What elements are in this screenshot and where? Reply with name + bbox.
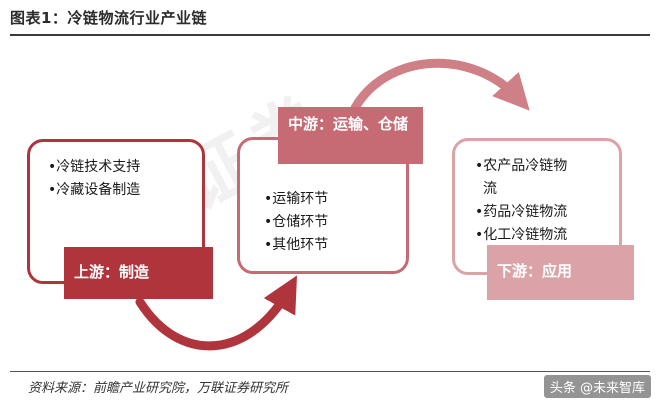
stage-midstream-item: •其他环节 [264,237,329,253]
stage-downstream-item: •农产品冷链物 [475,158,568,174]
source-note: 资料来源：前瞻产业研究院，万联证券研究所 [28,381,289,396]
stage-upstream-label: 上游：制造 [64,247,213,299]
credit-badge: 头条 @未来智库 [543,375,651,398]
stage-upstream-item: •冷链技术支持 [48,159,141,175]
stage-midstream-item: •运输环节 [264,191,329,207]
title-rule [10,34,650,36]
stage-midstream-item: •仓储环节 [264,214,329,230]
arrow-midstream-to-downstream [350,58,530,113]
stage-upstream-item: •冷藏设备制造 [48,182,141,198]
stage-midstream-label: 中游：运输、仓储 [278,107,423,164]
stage-downstream-item: •化工冷链物流 [475,227,568,243]
arrow-upstream-to-midstream [135,275,298,351]
footer-rule [10,371,650,372]
stage-downstream-label: 下游：应用 [487,245,634,300]
stage-downstream-item: •药品冷链物流 [475,204,568,220]
stage-downstream-item: 流 [483,181,497,197]
figure-title: 图表1：冷链物流行业产业链 [10,9,207,27]
